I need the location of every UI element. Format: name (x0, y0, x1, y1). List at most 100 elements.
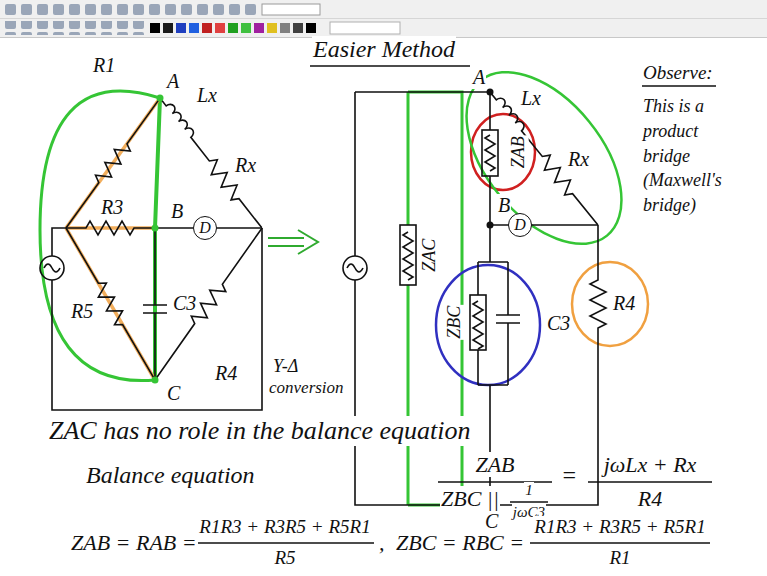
node-letter: A (472, 66, 486, 89)
toolbar (306, 23, 316, 33)
equation-text: ZAB = RAB = (70, 530, 198, 555)
resistor-symbol (66, 221, 155, 235)
toolbar (267, 23, 277, 33)
note-heading: Observe: (642, 62, 714, 84)
node-dot (487, 89, 494, 96)
source-symbol (347, 264, 363, 272)
capacitor-symbol (496, 315, 520, 323)
detector-symbol: D (508, 213, 532, 237)
underline (310, 65, 470, 67)
node-dot (152, 225, 159, 232)
highlight-stroke (436, 265, 540, 385)
node-dot (157, 95, 164, 102)
highlight-stroke (40, 91, 160, 381)
heading: Easier Method (312, 36, 456, 64)
component-label: R4 (214, 362, 238, 385)
impedance-symbol (473, 301, 483, 349)
source-symbol (44, 264, 60, 272)
impedance-symbol (482, 130, 498, 176)
toolbar (202, 23, 212, 33)
equation-sign: = (560, 462, 578, 490)
impedance-label: ZAC (420, 237, 441, 272)
component-label: R4 (612, 292, 636, 315)
resistor-symbol (60, 94, 165, 232)
fraction-bar (530, 542, 710, 544)
impedance-symbol (400, 225, 416, 285)
detector-label: D (199, 220, 211, 236)
component-label: R1 (92, 54, 116, 77)
toolbar (330, 22, 400, 34)
capacitor-symbol (143, 228, 167, 380)
source-symbol (343, 256, 367, 280)
impedance-label: ZBC (445, 304, 466, 339)
toolbar (262, 4, 320, 15)
highlight-stroke (471, 114, 535, 190)
toolbar (163, 23, 173, 33)
toolbar (293, 23, 303, 33)
toolbar (4, 21, 144, 35)
component-label: Lx (196, 84, 218, 107)
equation-text: Balance equation (85, 462, 256, 490)
node-dot (152, 377, 159, 384)
toolbar (241, 23, 251, 33)
resistor-symbol (60, 224, 161, 383)
toolbar (4, 3, 260, 17)
resistor-symbol (149, 224, 268, 384)
component-label: Lx (520, 87, 542, 110)
toolbar (0, 0, 767, 38)
toolbar (0, 18, 767, 19)
toolbar (0, 0, 767, 38)
node-letter: B (170, 200, 184, 223)
node-letter: A (166, 70, 180, 93)
circuit-wire (490, 224, 598, 226)
fraction-denominator: R4 (637, 486, 663, 511)
fraction-numerator: R1R3 + R3R5 + R5R1 (198, 516, 371, 538)
highlight-stroke (572, 262, 648, 346)
impedance-symbol (470, 295, 486, 350)
node-dot (152, 95, 164, 384)
fraction-numerator: jωLx + Rx (603, 452, 698, 477)
impedance-symbol (485, 135, 495, 171)
circuit-wire (52, 228, 262, 410)
inductor-resistor-symbol (154, 94, 267, 232)
component-label: Rx (567, 148, 590, 171)
detector-label: D (514, 217, 526, 233)
toolbar (150, 23, 160, 33)
note-text: This is a product bridge (Maxwell's brid… (642, 94, 744, 218)
highlight-stroke (40, 91, 160, 381)
toolbar (176, 23, 186, 33)
component-label: C3 (172, 292, 197, 315)
component-label: C3 (546, 312, 571, 335)
equation-sign: , (378, 530, 386, 555)
toolbar (189, 23, 199, 33)
highlight-stroke (66, 98, 160, 380)
fraction-bar (510, 501, 548, 503)
impedance-symbol (403, 232, 413, 280)
fraction-denominator: ZBC || (440, 486, 500, 511)
inductor-resistor-symbol (485, 88, 604, 230)
circuit-wire (40, 94, 268, 410)
equation-text: ZBC = RBC = (395, 530, 525, 555)
node-letter: C (166, 382, 181, 405)
highlight-stroke (436, 44, 652, 272)
fraction-numerator: R1R3 + R3R5 + R5R1 (533, 516, 706, 538)
conversion-label: Y-Δ (272, 356, 299, 377)
underline (642, 85, 716, 87)
detector-symbol: D (193, 216, 217, 240)
impedance-label: ZAB (508, 135, 529, 169)
conversion-arrow (268, 230, 318, 254)
fraction-numerator: 1 (524, 482, 534, 499)
fraction-denominator: R1 (608, 547, 631, 569)
fraction-numerator: ZAB (474, 452, 515, 477)
circuit-wire (478, 92, 508, 505)
node-letter: B (497, 194, 511, 217)
toolbar (215, 23, 225, 33)
toolbar (254, 23, 264, 33)
statement: ZAC has no role in the balance equation (48, 416, 472, 446)
node-dot (487, 89, 494, 509)
component-label: R3 (100, 196, 124, 219)
fraction-denominator: R5 (273, 547, 296, 569)
fraction-bar (588, 481, 712, 483)
